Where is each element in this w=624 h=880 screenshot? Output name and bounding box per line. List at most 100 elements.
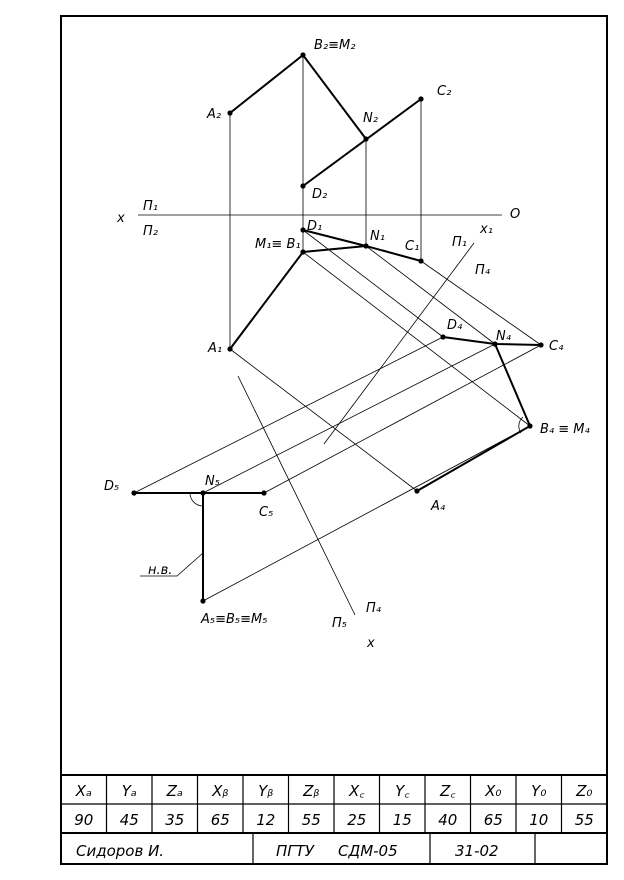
point-d5	[131, 490, 137, 496]
point-n2	[363, 136, 369, 142]
label-d5: D₅	[104, 479, 119, 494]
point-c5	[261, 490, 267, 496]
edge-a2-b2-n2	[229, 53, 367, 140]
label-p2: П₂	[143, 224, 158, 239]
link-b4-a5	[202, 425, 531, 602]
labels: B₂≡M₂ A₂ C₂ N₂ D₂ x П₁ П₂ O D₁ N₁ x₁ M₁≡…	[104, 38, 591, 651]
title-group: СДМ-05	[338, 842, 398, 860]
table-value-row: 90 45 35 65 12 55 25 15 40 65 10 55	[74, 811, 594, 829]
table-value-cell: 90	[74, 811, 93, 829]
label-d4: D₄	[447, 318, 463, 333]
link-a1-a4	[229, 348, 418, 492]
point-n4	[492, 341, 498, 347]
label-a1: A₁	[207, 341, 222, 356]
table-value-cell: 55	[575, 811, 594, 829]
label-a2: A₂	[206, 107, 221, 122]
table-header-cell: Y꜀	[395, 782, 410, 800]
point-c4	[538, 342, 544, 348]
table-value-cell: 55	[302, 811, 321, 829]
edge-d4-c4	[442, 336, 542, 346]
table-header-cell: Zᵦ	[302, 782, 319, 800]
label-x1-axis: x₁	[479, 222, 493, 237]
table-header-cell: Zₐ	[166, 782, 183, 800]
right-angle-mark-n5	[189, 492, 204, 507]
axis-x-p4-p5	[237, 375, 356, 616]
table-value-cell: 35	[165, 811, 184, 829]
construction-lines	[133, 55, 542, 616]
table-header-cell: Z₀	[575, 782, 592, 800]
label-m1-b1: M₁≡ B₁	[255, 237, 301, 252]
link-n4-n5	[202, 343, 496, 494]
drawing-frame	[60, 15, 608, 865]
label-a5-b5-m5: A₅≡B₅≡M₅	[200, 612, 267, 627]
axis-x-p1-p4	[323, 242, 475, 445]
object-lines	[134, 53, 542, 601]
point-b4	[527, 423, 533, 429]
table-value-cell: 40	[438, 811, 457, 829]
table-column-dividers	[105, 775, 563, 833]
point-a5	[200, 598, 206, 604]
title-name: Сидоров И.	[76, 842, 164, 860]
table-header-cell: Xᵦ	[211, 782, 228, 800]
point-a2	[227, 110, 233, 116]
label-n4: N₄	[496, 329, 512, 344]
table-header-cell: Yₐ	[122, 782, 137, 800]
label-x-axis-lower: x	[366, 636, 375, 651]
label-true-size: н.в.	[148, 563, 172, 578]
table-value-cell: 65	[211, 811, 230, 829]
label-c4: C₄	[549, 339, 564, 354]
true-size-leader	[140, 552, 204, 577]
point-a4	[414, 488, 420, 494]
point-b2	[300, 52, 306, 58]
link-n1-n4	[365, 245, 496, 345]
label-p1-lower: П₁	[452, 235, 467, 250]
table-header-cell: Yᵦ	[258, 782, 273, 800]
label-b4-m4: B₄ ≡ M₄	[540, 422, 591, 437]
point-n5	[200, 490, 206, 496]
label-p1-upper: П₁	[143, 199, 158, 214]
table-value-cell: 45	[120, 811, 139, 829]
label-n1: N₁	[370, 229, 385, 244]
data-table: Xₐ Yₐ Zₐ Xᵦ Yᵦ Zᵦ X꜀ Y꜀ Z꜀ X₀ Y₀ Z₀ 90 45 35 65 12 55 25 1…	[61, 774, 607, 864]
table-value-cell: 10	[529, 811, 548, 829]
label-p4-upper: П₄	[475, 263, 491, 278]
points	[131, 52, 544, 604]
label-b2-m2: B₂≡M₂	[314, 38, 355, 53]
edge-d1-n1	[302, 229, 367, 247]
edge-a4-b4-n4	[416, 343, 532, 492]
table-value-cell: 25	[347, 811, 366, 829]
table-value-cell: 65	[484, 811, 503, 829]
label-n5: N₅	[205, 474, 220, 489]
label-c2: C₂	[437, 84, 451, 99]
link-d4-d5	[133, 336, 444, 494]
label-d2: D₂	[312, 187, 327, 202]
table-header-cell: X₀	[484, 782, 501, 800]
link-b1-b4	[302, 251, 531, 427]
label-origin: O	[510, 207, 520, 222]
table-value-cell: 12	[256, 811, 275, 829]
title-number: 31-02	[455, 842, 499, 860]
point-n1	[363, 243, 369, 249]
link-c4-c5	[263, 344, 542, 494]
point-c2	[418, 96, 424, 102]
table-header-cell: Xₐ	[75, 782, 92, 800]
edge-a1-b1-c1	[229, 244, 422, 350]
link-d1-d4	[302, 229, 444, 338]
point-c1	[418, 258, 424, 264]
title-org: ПГТУ	[276, 842, 315, 860]
table-value-cell: 15	[393, 811, 412, 829]
label-a4: A₄	[430, 499, 446, 514]
label-d1: D₁	[307, 219, 322, 234]
point-d4	[440, 334, 446, 340]
point-a1	[227, 346, 233, 352]
edge-d2-c2	[302, 98, 422, 187]
table-header-cell: X꜀	[348, 782, 365, 800]
label-n2: N₂	[363, 111, 378, 126]
point-d1	[300, 227, 306, 233]
table-header-cell: Z꜀	[439, 782, 456, 800]
point-b1	[300, 249, 306, 255]
label-x-axis: x	[116, 211, 125, 226]
table-header-cell: Y₀	[531, 782, 546, 800]
label-p5: П₅	[332, 616, 347, 631]
